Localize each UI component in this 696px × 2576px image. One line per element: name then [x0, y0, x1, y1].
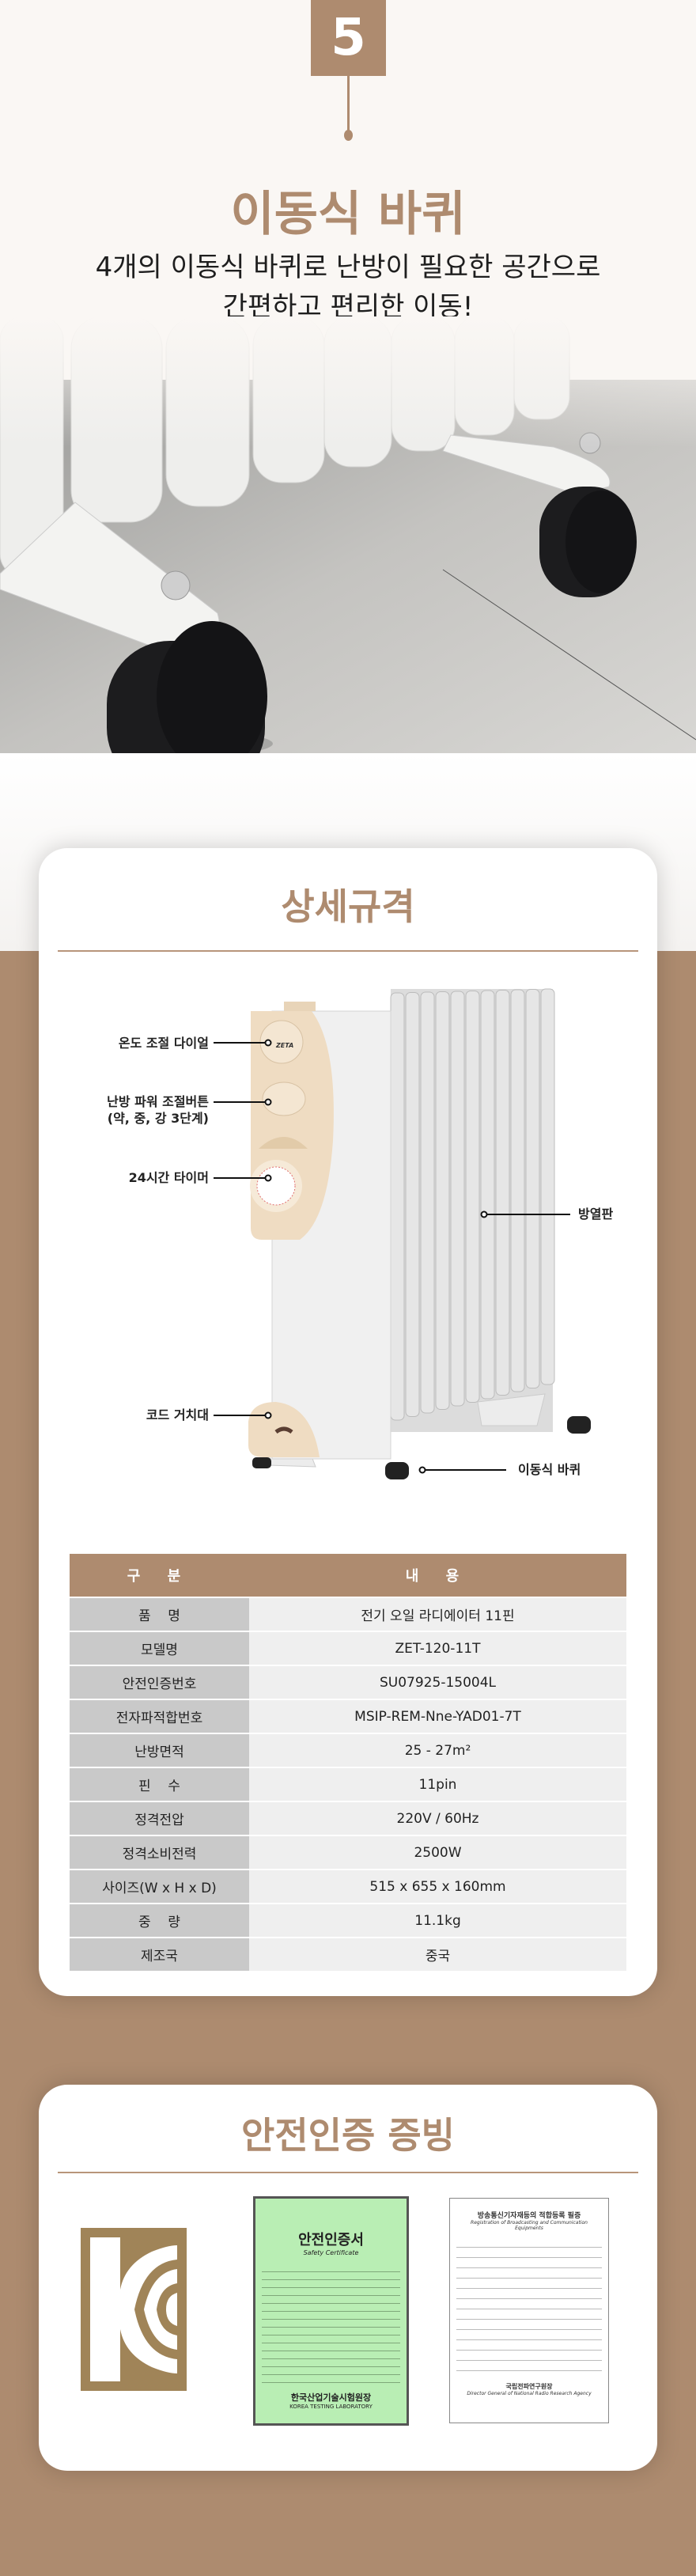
badge-connector-line [347, 76, 350, 134]
row-label: 중 량 [70, 1904, 249, 1937]
callout-power-note: (약, 중, 강 3단계) [107, 1111, 209, 1126]
row-label: 제조국 [70, 1938, 249, 1971]
row-label: 품 명 [70, 1598, 249, 1631]
row-label: 정격전압 [70, 1802, 249, 1835]
fin [495, 990, 510, 1396]
fin [480, 990, 495, 1400]
feature-subtitle-line-1: 4개의 이동식 바퀴로 난방이 필요한 공간으로 [95, 252, 601, 283]
row-value: 515 x 655 x 160mm [249, 1870, 626, 1903]
cert-title: 안전인증 증빙 [241, 2114, 455, 2157]
wheel [385, 1462, 409, 1479]
fin [450, 991, 465, 1407]
row-label: 안전인증번호 [70, 1666, 249, 1699]
row-value: 전기 오일 라디에이터 11핀 [249, 1598, 626, 1631]
row-value: 220V / 60Hz [249, 1802, 626, 1835]
spec-card: 상세규격 ZETA 온도 조절 다이얼 난방 파워 조절버튼 [39, 848, 657, 1996]
row-value: 25 - 27m² [249, 1734, 626, 1767]
fin [525, 989, 540, 1388]
row-value: 11.1kg [249, 1904, 626, 1937]
brand-logo: ZETA [275, 1042, 293, 1049]
fin [510, 989, 525, 1392]
row-value: SU07925-15004L [249, 1666, 626, 1699]
row-label: 모델명 [70, 1632, 249, 1665]
kc-logo [81, 2228, 187, 2391]
callout-temperature-dial: 온도 조절 다이얼 [118, 1036, 209, 1051]
row-value: 11pin [249, 1768, 626, 1801]
row-value: MSIP-REM-Nne-YAD01-7T [249, 1700, 626, 1733]
row-label: 전자파적합번호 [70, 1700, 249, 1733]
step-badge: 5 [311, 0, 386, 76]
callout-fins: 방열판 [578, 1207, 614, 1222]
row-value: 2500W [249, 1836, 626, 1869]
badge-connector-dot [344, 130, 353, 141]
feature-title: 이동식 바퀴 [230, 187, 466, 242]
row-value: 중국 [249, 1938, 626, 1971]
cert-card: 안전인증 증빙 안전인증서 Safety Certificate 한국산업기술시… [39, 2085, 657, 2471]
heater-fins [390, 988, 555, 1432]
table-header-category: 구 분 [70, 1554, 249, 1597]
wheel-photo [0, 316, 696, 753]
spec-divider [58, 950, 638, 952]
table-header-content: 내 용 [249, 1554, 626, 1597]
registration-certificate-image: 방송통신기자재등의 적합등록 필증 Registration of Broadc… [449, 2198, 609, 2423]
callout-power-button: 난방 파워 조절버튼 [107, 1094, 209, 1109]
table-row: 사이즈(W x H x D)515 x 655 x 160mm [70, 1870, 626, 1903]
row-label: 사이즈(W x H x D) [70, 1870, 249, 1903]
heater-diagram: ZETA [214, 988, 591, 1479]
fin [540, 988, 555, 1385]
fin [435, 991, 450, 1410]
row-value: ZET-120-11T [249, 1632, 626, 1665]
wheel [567, 1416, 591, 1434]
fin [390, 992, 405, 1421]
callout-cord-holder: 코드 거치대 [146, 1407, 209, 1422]
feature-section: 5 이동식 바퀴 4개의 이동식 바퀴로 난방이 필요한 공간으로 간편하고 편… [0, 0, 696, 791]
fin [405, 992, 420, 1417]
fin [420, 991, 435, 1414]
callout-wheels: 이동식 바퀴 [518, 1462, 581, 1477]
spec-title: 상세규격 [281, 885, 415, 928]
cert-divider [58, 2172, 638, 2173]
callout-timer: 24시간 타이머 [128, 1170, 209, 1185]
row-label: 핀 수 [70, 1768, 249, 1801]
safety-certificate-image: 안전인증서 Safety Certificate 한국산업기술시험원장 KORE… [253, 2196, 409, 2426]
row-label: 정격소비전력 [70, 1836, 249, 1869]
fin [465, 991, 480, 1403]
row-label: 난방면적 [70, 1734, 249, 1767]
